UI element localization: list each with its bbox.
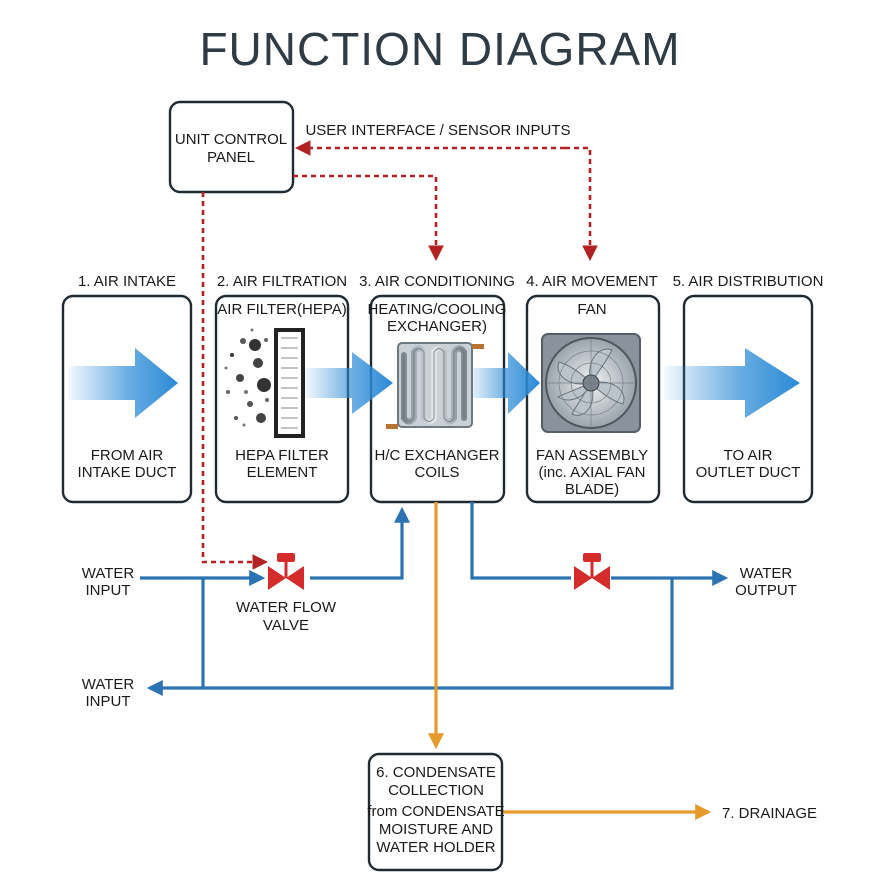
hepa-filter-icon	[224, 328, 305, 438]
heat-exchanger-coil-icon	[386, 342, 484, 429]
water-input-top-label-1: WATER	[82, 565, 135, 582]
water-output-label-2: OUTPUT	[735, 582, 797, 599]
diagram-title: FUNCTION DIAGRAM	[199, 23, 680, 75]
water-return-line	[146, 578, 674, 696]
distribution-bottom-label-1: TO AIR	[724, 447, 773, 464]
fan-inner-label: FAN	[577, 301, 606, 318]
airflow-arrow-intake	[68, 348, 178, 418]
valve-label-1: WATER FLOW	[236, 599, 337, 616]
condensate-label-2: COLLECTION	[388, 782, 484, 799]
water-input-top-label-2: INPUT	[86, 582, 131, 599]
exchanger-bottom-label-1: H/C EXCHANGER	[374, 447, 499, 464]
drainage-label: 7. DRAINAGE	[722, 805, 817, 822]
user-interface-label: USER INTERFACE / SENSOR INPUTS	[305, 122, 570, 139]
distribution-bottom-label-2: OUTLET DUCT	[696, 464, 801, 481]
control-panel-label-2: PANEL	[207, 149, 255, 166]
airflow-arrow-filtration	[305, 352, 393, 414]
water-flow-valve-icon[interactable]	[268, 553, 304, 590]
coil-return-line	[470, 502, 571, 580]
exchanger-bottom-label-2: COILS	[414, 464, 459, 481]
filter-bottom-label-2: ELEMENT	[247, 464, 318, 481]
water-input-bottom-label-2: INPUT	[86, 693, 131, 710]
intake-bottom-label-1: FROM AIR	[91, 447, 164, 464]
water-to-coil-line	[310, 506, 410, 580]
control-panel-box	[168, 100, 295, 194]
control-to-exchanger-line	[293, 174, 444, 262]
stage-heading-air-distribution: 5. AIR DISTRIBUTION	[673, 273, 824, 290]
control-panel-label-1: UNIT CONTROL	[175, 131, 287, 148]
condensate-label-1: 6. CONDENSATE	[376, 764, 496, 781]
fan-bottom-label-2: (inc. AXIAL FAN	[539, 464, 646, 481]
control-to-valve-line	[201, 192, 269, 570]
stage-heading-air-intake: 1. AIR INTAKE	[78, 273, 176, 290]
control-to-fan-line	[565, 146, 598, 262]
filter-inner-label: AIR FILTER(HEPA)	[217, 301, 346, 318]
axial-fan-icon	[541, 333, 641, 433]
condensate-collection-box	[367, 752, 504, 872]
water-input-bottom-label-1: WATER	[82, 676, 135, 693]
water-output-label-1: WATER	[740, 565, 793, 582]
exchanger-inner-label-2: EXCHANGER)	[387, 318, 487, 335]
airflow-arrow-distribution	[664, 348, 800, 418]
output-valve-icon[interactable]	[574, 553, 610, 590]
fan-bottom-label-3: BLADE)	[565, 481, 619, 498]
valve-label-2: VALVE	[263, 617, 309, 634]
stage-heading-air-conditioning: 3. AIR CONDITIONING	[359, 273, 515, 290]
stage-heading-air-filtration: 2. AIR FILTRATION	[217, 273, 347, 290]
condensate-label-5: WATER HOLDER	[376, 839, 495, 856]
condensate-label-4: MOISTURE AND	[379, 821, 493, 838]
condensate-label-3: from CONDENSATE	[367, 803, 504, 820]
stage-heading-air-movement: 4. AIR MOVEMENT	[526, 273, 658, 290]
airflow-arrow-conditioning	[468, 352, 540, 414]
filter-bottom-label-1: HEPA FILTER	[235, 447, 329, 464]
intake-bottom-label-2: INTAKE DUCT	[78, 464, 177, 481]
fan-bottom-label-1: FAN ASSEMBLY	[536, 447, 648, 464]
exchanger-inner-label-1: HEATING/COOLING	[368, 301, 507, 318]
